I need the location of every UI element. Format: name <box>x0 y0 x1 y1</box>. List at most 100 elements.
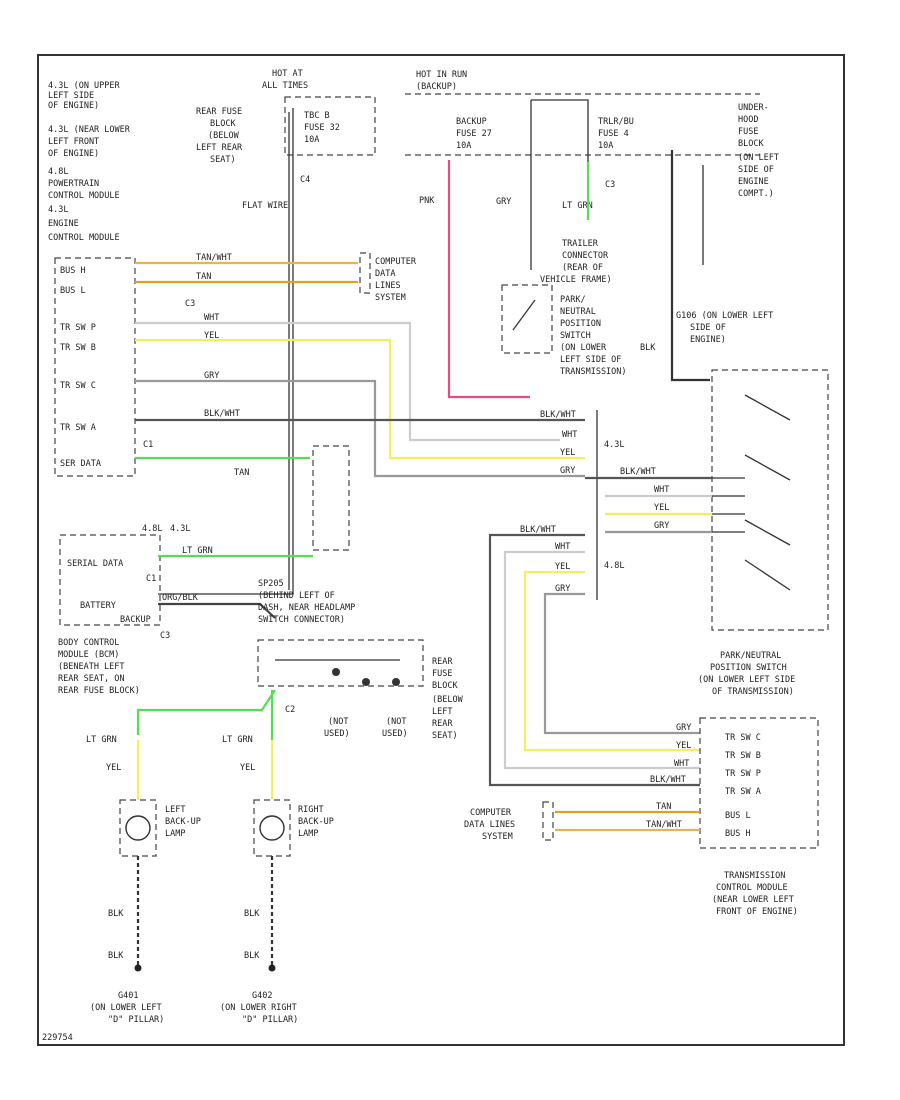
wire-label-yel-pnp: YEL <box>654 503 669 513</box>
wire-label-yel-tcm-end: YEL <box>676 741 691 751</box>
wire-yel-tcm <box>523 570 700 752</box>
wire-label-blk-wht-pnp: BLK/WHT <box>620 467 656 477</box>
rear-fuse-block-c2 <box>257 639 424 687</box>
rear-fuse-connector-c2: C2 <box>285 705 295 715</box>
sp205-splice <box>312 445 350 551</box>
wire-label-gry-pnp: GRY <box>654 521 669 531</box>
tcm-pin-bus-l: BUS L <box>725 811 751 821</box>
wire-label-lt-grn-bcm: LT GRN <box>182 546 213 556</box>
right-lamp-label: RIGHT BACK-UP LAMP <box>298 805 339 839</box>
ecm-connector-box <box>54 257 136 477</box>
hot-in-run-label: HOT IN RUN (BACKUP) <box>416 70 472 92</box>
wire-label-gry-tcm-end: GRY <box>676 723 691 733</box>
computer-data-top-label: COMPUTER DATA LINES SYSTEM <box>375 257 421 303</box>
wire-label-yel-right: YEL <box>240 763 255 773</box>
c2-terminal-a <box>332 668 340 676</box>
bcm-pin-battery: BATTERY <box>80 601 116 611</box>
tcm-label: TRANSMISSION CONTROL MODULE (NEAR LOWER … <box>712 871 799 917</box>
bcm-pin-serial-data: SERIAL DATA <box>67 559 123 569</box>
trailer-connector-c3: C3 <box>605 180 615 190</box>
right-lamp-bulb-icon <box>259 815 285 841</box>
wire-yel-ecm <box>135 338 585 460</box>
wire-label-yel-tcm: YEL <box>555 562 570 572</box>
g402-label: G402 (ON LOWER RIGHT "D" PILLAR) <box>220 991 302 1025</box>
ecm-description: 4.3L (ON UPPER LEFT SIDE OF ENGINE) 4.3L… <box>48 81 135 243</box>
bcm-connector-box <box>59 534 161 626</box>
computer-data-bottom-label: COMPUTER DATA LINES SYSTEM <box>464 808 520 842</box>
tcm-pin-tr-sw-b: TR SW B <box>725 751 761 761</box>
wire-label-blk-left-1: BLK <box>108 909 124 919</box>
underhood-fuse-outline <box>405 93 760 156</box>
wire-label-blk-wht-right: BLK/WHT <box>540 410 576 420</box>
engine-label-4-3l: 4.3L <box>604 440 624 450</box>
bcm-pin-backup: BACKUP <box>120 615 151 625</box>
not-used-1: (NOT USED) <box>324 717 354 739</box>
wire-label-org-blk: ORG/BLK <box>162 593 199 603</box>
bcm-label-4-8l: 4.8L <box>142 524 162 534</box>
wire-blk-wht-tcm <box>488 533 700 787</box>
not-used-2: (NOT USED) <box>382 717 412 739</box>
wire-label-blk-right-1: BLK <box>244 909 260 919</box>
wire-label-tan-wht-top: TAN/WHT <box>196 253 232 263</box>
left-lamp-bulb-icon <box>125 815 151 841</box>
ecm-pin-tr-sw-p: TR SW P <box>60 323 96 333</box>
g106-label: G106 (ON LOWER LEFT SIDE OF ENGINE) <box>676 311 778 345</box>
engine-label-4-8l: 4.8L <box>604 561 624 571</box>
wire-label-tan-ecm: TAN <box>234 468 249 478</box>
wire-label-yel-ecm: YEL <box>204 331 219 341</box>
wire-label-blk-g106: BLK <box>640 343 656 353</box>
flat-wire-label: FLAT WIRE <box>242 201 288 211</box>
wire-label-blk-wht-tcm: BLK/WHT <box>520 525 556 535</box>
tcm-pin-bus-h: BUS H <box>725 829 751 839</box>
ecm-connector-c3: C3 <box>185 299 195 309</box>
bcm-label: BODY CONTROL MODULE (BCM) (BENEATH LEFT … <box>58 638 140 696</box>
wire-label-pnk: PNK <box>419 196 435 206</box>
computer-data-connector-top <box>359 252 371 294</box>
ecm-pin-tr-sw-a: TR SW A <box>60 423 96 433</box>
tcm-pin-tr-sw-p: TR SW P <box>725 769 761 779</box>
sp205-label: SP205 (BEHIND LEFT OF DASH, NEAR HEADLAM… <box>258 579 360 625</box>
wire-label-gry-top: GRY <box>496 197 511 207</box>
wire-label-gry-right: GRY <box>560 466 575 476</box>
wire-org-blk-bcm <box>158 602 276 619</box>
pnp-switch-contacts <box>744 394 791 591</box>
ecm-pin-tr-sw-b: TR SW B <box>60 343 96 353</box>
tcm-pin-tr-sw-c: TR SW C <box>725 733 761 743</box>
trailer-connector-label: TRAILER CONNECTOR (REAR OF VEHICLE FRAME… <box>540 239 613 285</box>
pnp-switch-small-box <box>501 284 553 354</box>
wire-label-lt-grn-left: LT GRN <box>86 735 117 745</box>
ecm-pin-ser-data: SER DATA <box>60 459 101 469</box>
tcm-connector-box <box>699 717 819 849</box>
ecm-pin-bus-l: BUS L <box>60 286 86 296</box>
wire-pnk <box>447 160 530 399</box>
wire-label-lt-grn-top: LT GRN <box>562 201 593 211</box>
wire-wht-ecm <box>135 321 560 442</box>
diagram-frame <box>37 54 845 1046</box>
c2-terminal-c <box>392 678 400 686</box>
wire-label-wht-tcm-end: WHT <box>674 759 689 769</box>
backup-fuse-label: BACKUP FUSE 27 10A <box>456 117 497 151</box>
rear-fuse-block-bottom-label: REAR FUSE BLOCK (BELOW LEFT REAR SEAT) <box>432 657 468 741</box>
ground-g402-icon <box>268 964 276 972</box>
hot-at-all-times-label: HOT AT ALL TIMES <box>262 69 308 91</box>
trlr-fuse-label: TRLR/BU FUSE 4 10A <box>598 117 639 151</box>
c2-terminal-b <box>362 678 370 686</box>
wire-lt-grn-lamps <box>136 689 276 735</box>
fuse-connector-c4: C4 <box>300 175 310 185</box>
pnp-switch-leads <box>712 477 745 533</box>
wire-label-gry-ecm: GRY <box>204 371 219 381</box>
wire-wht-tcm <box>503 550 700 770</box>
wire-label-wht-tcm: WHT <box>555 542 570 552</box>
ecm-connector-c1: C1 <box>143 440 153 450</box>
wire-label-blk-right-2: BLK <box>244 951 260 961</box>
pnp-switch-box <box>711 369 829 631</box>
tcm-pin-tr-sw-a: TR SW A <box>725 787 761 797</box>
underhood-fuse-label: UNDER- HOOD FUSE BLOCK (ON LEFT SIDE OF … <box>738 103 784 199</box>
fuse-bus-bar <box>531 99 589 162</box>
ecm-pin-bus-h: BUS H <box>60 266 86 276</box>
wire-label-yel-right: YEL <box>560 448 575 458</box>
wire-blk-g106 <box>670 150 710 382</box>
wire-label-wht-ecm: WHT <box>204 313 219 323</box>
wire-label-wht-pnp: WHT <box>654 485 669 495</box>
